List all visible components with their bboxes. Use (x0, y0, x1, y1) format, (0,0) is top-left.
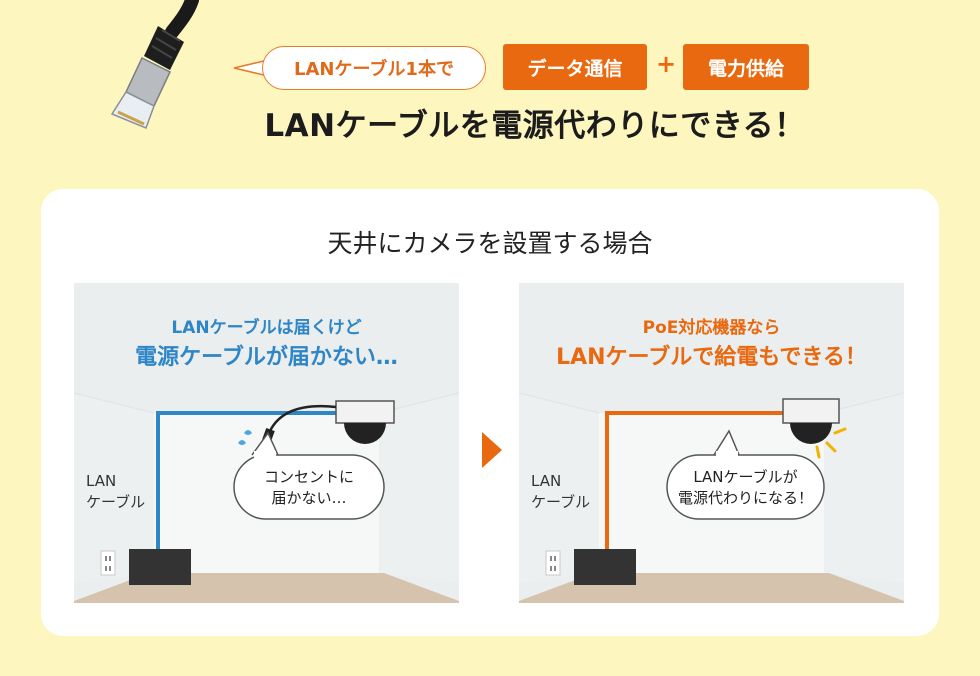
left-caption-line2: 電源ケーブルが届かない… (135, 345, 398, 370)
right-caption-line2: LANケーブルで給電もできる！ (556, 345, 867, 370)
right-lan-label: LAN ケーブル (531, 472, 591, 511)
right-speech-bubble: LANケーブルが 電源代わりになる！ (677, 468, 813, 507)
room-illustration-right (519, 283, 904, 603)
panel-with-poe: PoE対応機器なら LANケーブルで給電もできる！ LAN ケーブル LANケー… (519, 283, 904, 603)
headline: LANケーブルを電源代わりにできる！ (264, 108, 806, 144)
one-cable-bubble: LANケーブル1本で (262, 46, 486, 90)
left-lan-label: LAN ケーブル (86, 472, 146, 511)
left-speech-bubble: コンセントに 届かない… (263, 468, 354, 507)
bubble-tail (233, 59, 268, 77)
arrow-right-icon (482, 432, 502, 468)
card-title: 天井にカメラを設置する場合 (327, 229, 653, 258)
right-caption-line1: PoE対応機器なら (642, 318, 781, 338)
data-communication-badge: データ通信 (503, 44, 647, 90)
room-illustration-left (74, 283, 459, 603)
power-supply-badge: 電力供給 (683, 44, 809, 90)
left-caption-line1: LANケーブルは届くけど (171, 318, 362, 338)
panel-without-poe: LANケーブルは届くけど 電源ケーブルが届かない… LAN ケーブル コンセント… (74, 283, 459, 603)
plus-sign: + (655, 50, 677, 78)
lan-plug-illustration (110, 0, 199, 129)
